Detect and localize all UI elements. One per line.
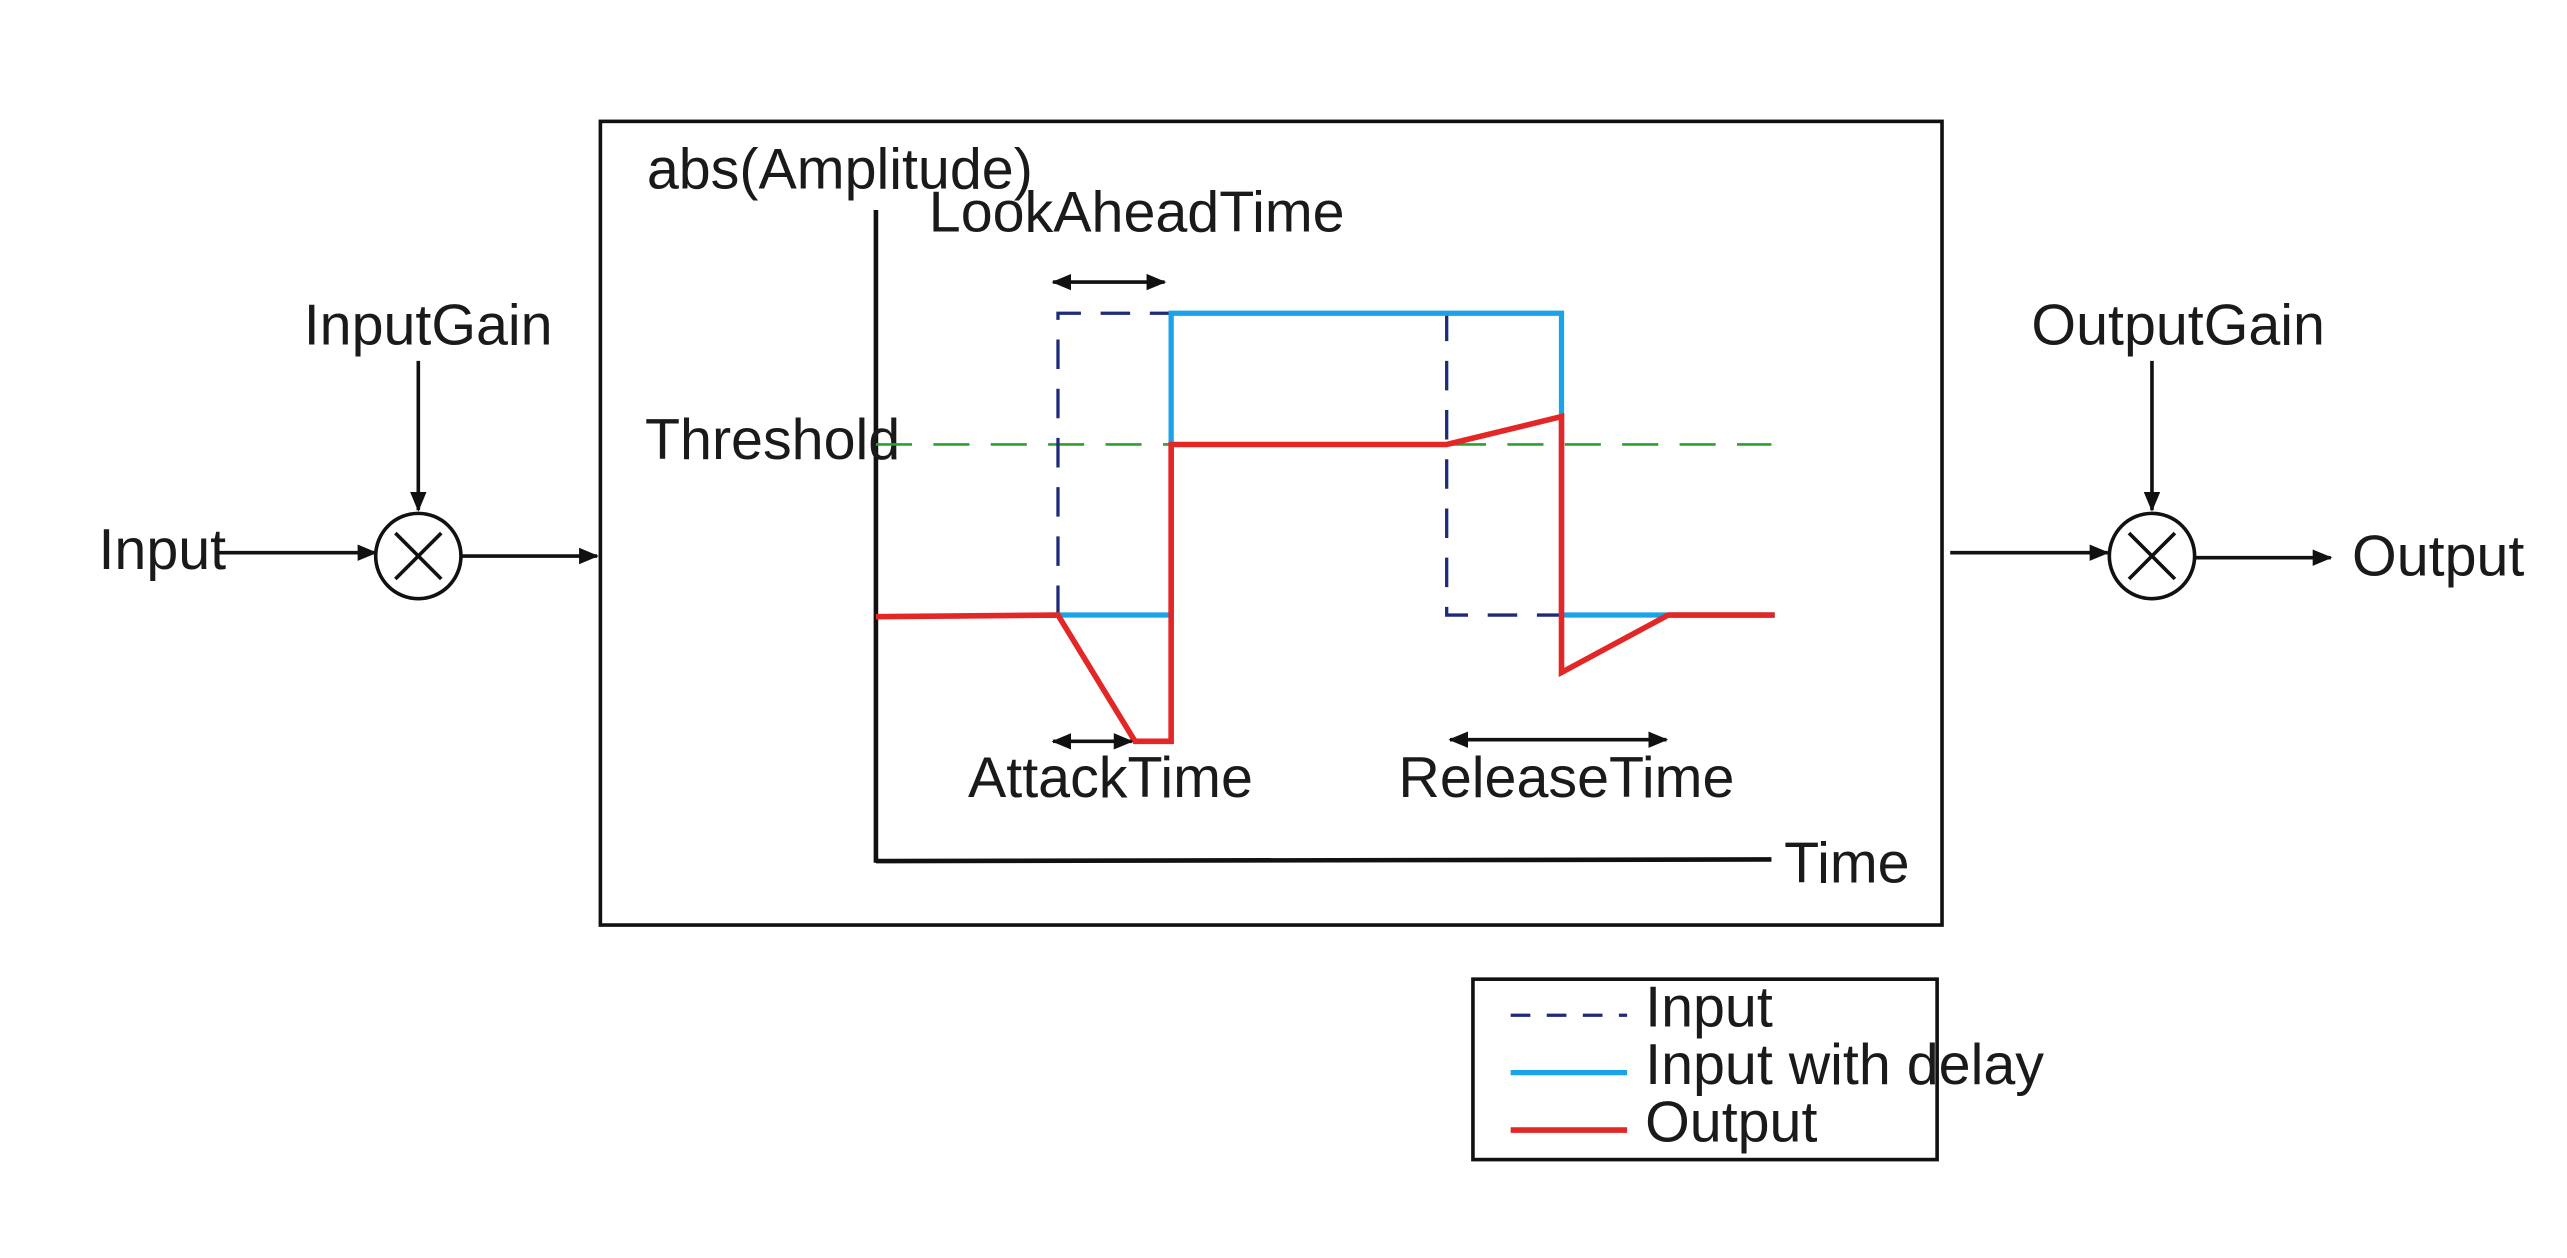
- output-signal-line: [875, 413, 1775, 745]
- legend-input-with-delay-label: Input with delay: [1645, 1033, 2044, 1097]
- release-label: ReleaseTime: [1398, 746, 1734, 810]
- input-gain-label: InputGain: [304, 293, 553, 357]
- x-axis-label: Time: [1784, 831, 1909, 895]
- legend-input-label: Input: [1645, 976, 1773, 1040]
- input-with-delay-line: [1057, 310, 1775, 618]
- input-signal-line: [1056, 311, 1567, 617]
- attack-label: AttackTime: [968, 746, 1253, 810]
- output-label: Output: [2352, 525, 2524, 589]
- y-axis-label: abs(Amplitude): [647, 138, 1033, 202]
- limiter-block: [598, 119, 1944, 927]
- legend-output-label: Output: [1645, 1091, 1817, 1155]
- x-axis: [875, 857, 1772, 864]
- legend: Input Input with delay Output: [1471, 976, 2044, 1162]
- input-gain-multiplier-icon: [373, 511, 463, 601]
- lookahead-label: LookAheadTime: [929, 180, 1345, 244]
- input-label: Input: [98, 518, 226, 582]
- output-gain-label: OutputGain: [2031, 293, 2325, 357]
- threshold-label: Threshold: [645, 408, 900, 472]
- legend-box: [1471, 977, 1939, 1162]
- output-gain-multiplier-icon: [2107, 511, 2197, 601]
